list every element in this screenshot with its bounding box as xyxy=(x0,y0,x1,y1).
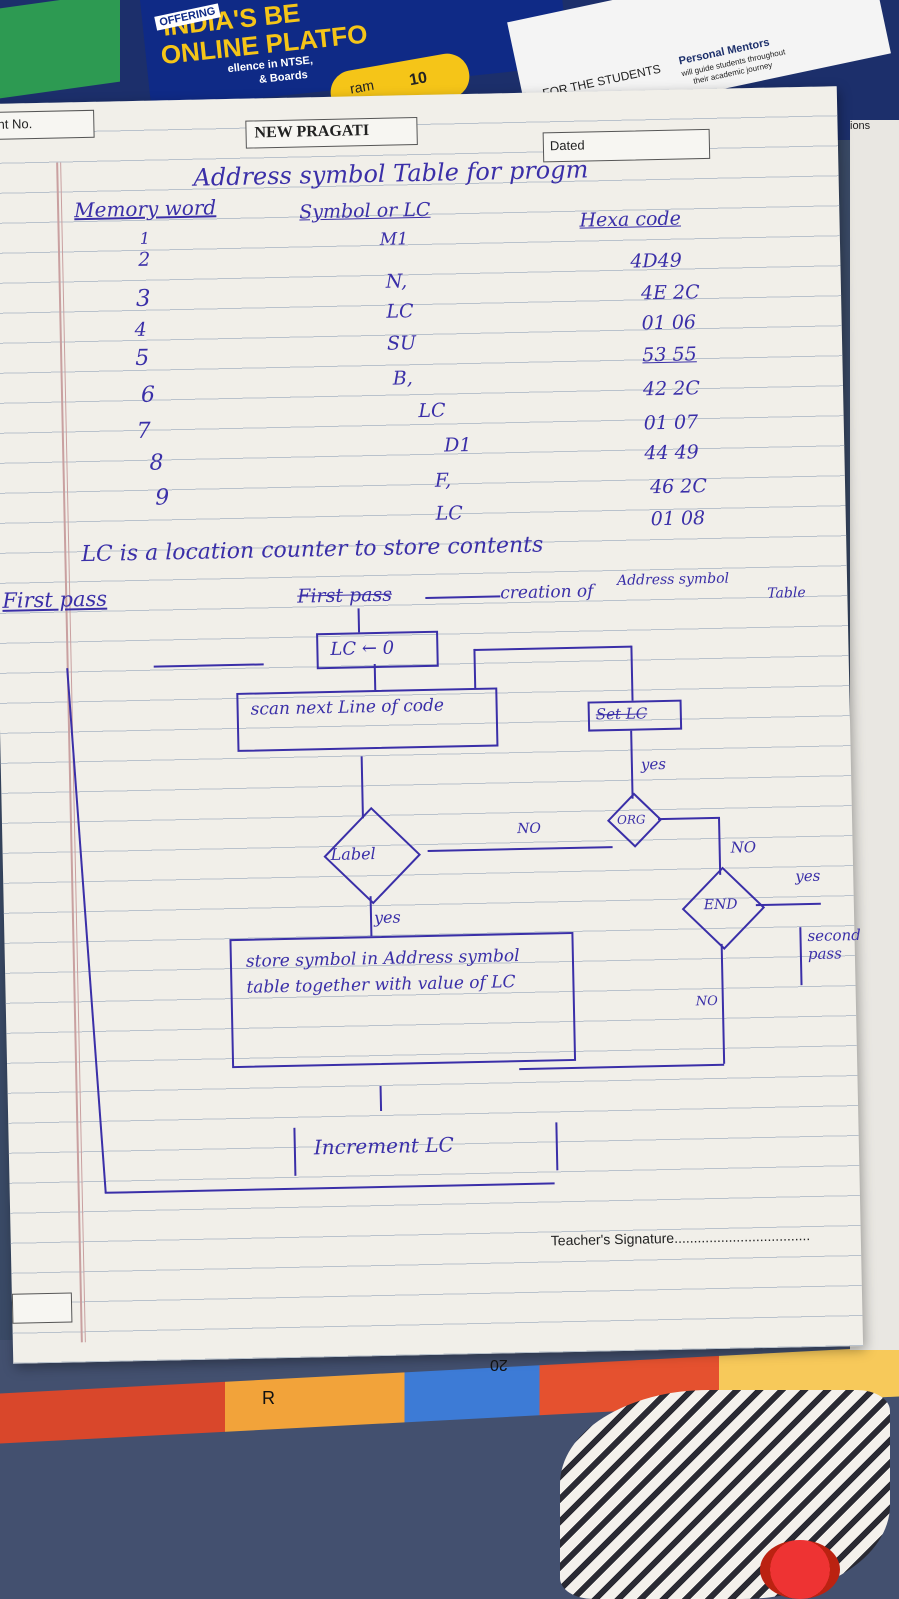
row-10-hex: 01 08 xyxy=(650,507,706,531)
start-box: LC ← 0 xyxy=(316,630,439,670)
bottom-letter: R xyxy=(262,1388,275,1408)
row-7-word: 7 xyxy=(136,418,152,444)
row-7-symbol: LC xyxy=(418,399,446,423)
promo-line-4: & Boards xyxy=(258,68,309,86)
row-4-word: 4 xyxy=(134,318,147,341)
student-no-box: ent No. xyxy=(0,109,95,141)
row-1-symbol: M1 xyxy=(379,229,409,250)
second-pass-box: second pass xyxy=(799,925,868,986)
brand-box: NEW PRAGATI xyxy=(245,117,418,149)
row-8-word: 8 xyxy=(149,450,164,476)
row-9-hex: 46 2C xyxy=(649,475,708,499)
page-number: 20 xyxy=(490,1356,508,1373)
brand-name: NEW PRAGATI xyxy=(254,122,370,142)
row-3-hex: 4E 2C xyxy=(640,281,700,305)
row-6-symbol: B, xyxy=(392,367,413,390)
green-cover-corner xyxy=(0,0,120,99)
first-pass-flow-label: First pass xyxy=(297,583,393,608)
store-box-text: store symbol in Address symbol table tog… xyxy=(245,946,520,998)
row-5-hex: 53 55 xyxy=(642,343,697,367)
strawberry-pattern xyxy=(760,1540,840,1599)
scan-box: scan next Line of code xyxy=(236,687,499,752)
label-diamond-text: Label xyxy=(330,844,376,865)
row-8-hex: 44 49 xyxy=(644,441,699,465)
notebook-page: ent No. NEW PRAGATI Dated Address symbol… xyxy=(0,86,868,1364)
badge-class: 10 xyxy=(408,69,429,90)
yes-org: yes xyxy=(640,754,667,774)
no-label-org: NO xyxy=(517,820,542,838)
store-box: store symbol in Address symbol table tog… xyxy=(229,931,577,1069)
no-end: NO xyxy=(695,993,719,1010)
student-no-label: ent No. xyxy=(0,116,33,132)
bottom-box xyxy=(11,1292,73,1324)
col-header-hex: Hexa code xyxy=(579,207,682,232)
row-2-hex: 4D49 xyxy=(630,249,683,273)
row-8-symbol: D1 xyxy=(443,433,472,457)
set-lc-box: Set LC xyxy=(587,699,683,732)
row-4-hex: 01 06 xyxy=(641,311,697,335)
ons-text: ions xyxy=(850,120,871,132)
creation-of-text: creation of xyxy=(500,581,594,604)
col-header-symbol: Symbol or LC xyxy=(299,198,431,224)
set-lc-text: Set LC xyxy=(595,704,648,724)
row-6-word: 6 xyxy=(140,382,156,408)
start-box-text: LC ← 0 xyxy=(330,637,395,660)
end-diamond-text: END xyxy=(703,896,738,914)
increment-box: Increment LC xyxy=(293,1122,559,1176)
address-symbol-text: Address symbol xyxy=(616,570,730,589)
row-4-symbol: LC xyxy=(386,300,414,323)
row-3-word: 3 xyxy=(135,285,151,312)
dated-label: Dated xyxy=(549,137,585,154)
increment-box-text: Increment LC xyxy=(313,1132,455,1160)
row-1-word: 1 xyxy=(139,228,151,248)
first-pass-heading: First pass xyxy=(2,586,108,613)
scan-box-text: scan next Line of code xyxy=(250,695,445,720)
row-5-word: 5 xyxy=(134,345,150,371)
row-3-symbol: N, xyxy=(385,270,408,293)
yes-end: yes xyxy=(795,866,821,886)
badge-text: ram xyxy=(348,76,376,97)
row-7-hex: 01 07 xyxy=(643,411,699,435)
row-6-hex: 42 2C xyxy=(642,377,701,401)
col-header-memory-word: Memory word xyxy=(73,195,217,223)
row-2-word: 2 xyxy=(137,248,151,271)
second-pass-text: second pass xyxy=(807,925,861,964)
table-word: Table xyxy=(767,585,806,602)
row-10-symbol: LC xyxy=(435,502,463,525)
org-diamond-text: ORG xyxy=(616,812,646,827)
row-9-word: 9 xyxy=(154,485,170,511)
no-org: NO xyxy=(730,838,757,857)
leaf-pattern xyxy=(560,1390,890,1599)
row-9-symbol: F, xyxy=(434,469,452,492)
row-5-symbol: SU xyxy=(386,332,417,355)
yes-label: yes xyxy=(373,907,401,928)
